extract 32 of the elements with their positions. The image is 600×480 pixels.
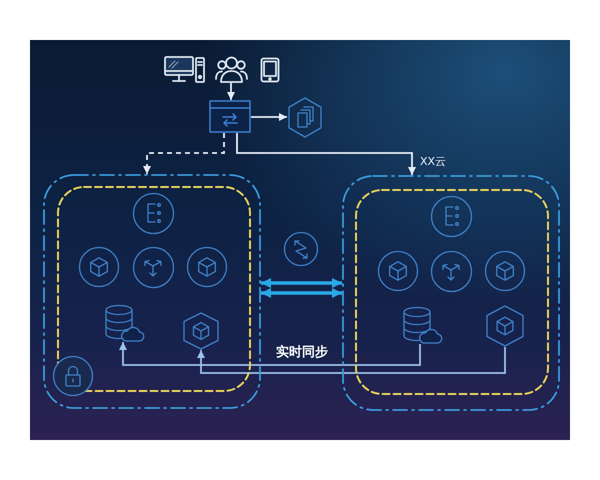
cube-circle-icon <box>377 250 419 292</box>
edge-label: 实时同步 <box>274 345 330 361</box>
cube-circle-icon <box>484 250 526 292</box>
desktop-computer-icon <box>164 56 205 83</box>
double-headed-arrow <box>261 278 342 288</box>
arrow <box>251 113 287 121</box>
dashed-region <box>57 186 251 392</box>
hexagon-cube-icon <box>182 312 220 350</box>
arrow <box>236 133 416 175</box>
tablet-icon <box>260 57 280 83</box>
arrow <box>197 347 506 374</box>
e-circle-icon <box>430 195 473 238</box>
exchange-window-icon <box>209 100 251 133</box>
transfer-circle-icon <box>283 231 319 267</box>
cube-circle-icon <box>186 246 228 288</box>
dashed-arrow <box>143 133 225 174</box>
database-cloud-icon <box>104 304 144 342</box>
database-cloud-icon <box>402 306 442 344</box>
dashed-region <box>355 189 549 395</box>
lock-icon <box>52 355 94 397</box>
hexagon-cube-icon <box>485 305 525 347</box>
users-icon <box>215 55 248 83</box>
arrow <box>227 83 235 100</box>
dash-dot-region <box>43 174 261 409</box>
double-headed-arrow <box>261 288 342 298</box>
arrows-circle-icon <box>132 246 175 289</box>
hexagon-layers-icon <box>287 97 323 138</box>
e-circle-icon <box>132 192 175 235</box>
cube-circle-icon <box>78 246 120 288</box>
arrows-circle-icon <box>430 250 473 293</box>
region-title: XX云 <box>420 155 446 169</box>
arrow <box>119 342 421 366</box>
